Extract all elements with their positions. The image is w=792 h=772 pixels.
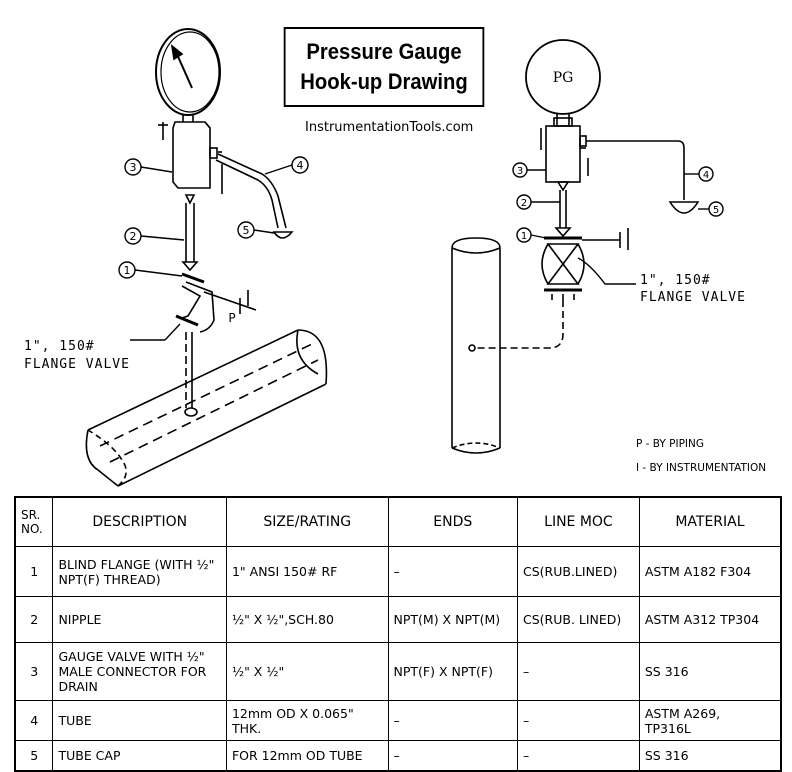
cell-sr: 2 [14, 596, 54, 643]
cell-description: GAUGE VALVE WITH ½" MALE CONNECTOR FOR D… [52, 642, 227, 701]
header-sr-no: SR. NO. [14, 496, 54, 547]
callout-1-left: 1 [124, 264, 131, 277]
cell-description: BLIND FLANGE (WITH ½" NPT(F) THREAD) [52, 546, 227, 597]
flange-valve-right [541, 228, 629, 300]
left-valve-type-label: FLANGE VALVE [24, 357, 130, 372]
cell-size: ½" X ½",SCH.80 [225, 596, 389, 643]
cell-material: ASTM A182 F304 [638, 546, 782, 597]
cell-moc: – [517, 642, 640, 701]
flange-valve-left [175, 272, 257, 333]
callout-4-left: 4 [297, 159, 304, 172]
callout-5-left: 5 [243, 224, 250, 237]
cell-description: NIPPLE [52, 596, 227, 643]
cell-ends: NPT(F) X NPT(F) [387, 642, 519, 701]
callout-4-right: 4 [703, 170, 709, 181]
cell-size: FOR 12mm OD TUBE [225, 740, 389, 771]
callouts-left [118, 156, 309, 341]
cell-ends: – [387, 546, 519, 597]
cell-material: ASTM A269, TP316L [638, 700, 782, 741]
nipple-right [554, 190, 572, 238]
callout-5-right: 5 [713, 205, 719, 216]
table-row: 1 BLIND FLANGE (WITH ½" NPT(F) THREAD) 1… [14, 546, 782, 597]
table-row: 5 TUBE CAP FOR 12mm OD TUBE – – SS 316 [14, 740, 782, 771]
cell-moc: CS(RUB.LINED) [517, 546, 640, 597]
cell-size: 12mm OD X 0.065" THK. [225, 700, 389, 741]
tapping-left [184, 332, 198, 417]
pg-label: PG [553, 70, 574, 86]
pg-gauge: PG [525, 39, 601, 127]
tube-left [215, 153, 294, 239]
gauge-valve-right [540, 125, 678, 192]
cell-description: TUBE CAP [52, 740, 227, 771]
piping-marker: P [228, 311, 235, 325]
table-row: 4 TUBE 12mm OD X 0.065" THK. – – ASTM A2… [14, 700, 782, 741]
cell-moc: – [517, 740, 640, 771]
process-pipe-left [85, 329, 328, 487]
impulse-line-right [468, 300, 564, 352]
legend-instrumentation: I - BY INSTRUMENTATION [636, 462, 767, 474]
cell-sr: 5 [14, 740, 54, 771]
callout-2-right: 2 [521, 198, 527, 209]
table-row: 2 NIPPLE ½" X ½",SCH.80 NPT(M) X NPT(M) … [14, 596, 782, 643]
cell-description: TUBE [52, 700, 227, 741]
cell-material: SS 316 [638, 740, 782, 771]
header-description: DESCRIPTION [52, 496, 227, 547]
cell-ends: – [387, 700, 519, 741]
pressure-gauge-dial [155, 28, 221, 122]
left-isometric-view: 3 4 5 2 1 P [85, 28, 328, 487]
right-elevation-view: PG [451, 39, 724, 454]
header-line-moc: LINE MOC [517, 496, 640, 547]
callout-3-right: 3 [517, 166, 523, 177]
cell-moc: CS(RUB. LINED) [517, 596, 640, 643]
callout-2-left: 2 [130, 230, 137, 243]
cell-ends: – [387, 740, 519, 771]
right-valve-type-label: FLANGE VALVE [640, 290, 746, 305]
right-valve-size-label: 1", 150# [640, 273, 711, 288]
website-credit: InstrumentationTools.com [305, 120, 474, 135]
drawing-title: Pressure Gauge Hook-up Drawing [283, 27, 485, 107]
cell-material: ASTM A312 TP304 [638, 596, 782, 643]
tube-right [668, 140, 700, 214]
cell-sr: 3 [14, 642, 54, 701]
callout-1-right: 1 [521, 231, 527, 242]
callout-numbers-left: 3 4 5 2 1 P [124, 159, 304, 325]
cell-ends: NPT(M) X NPT(M) [387, 596, 519, 643]
cell-sr: 1 [14, 546, 54, 597]
table-header-row: SR. NO. DESCRIPTION SIZE/RATING ENDS LIN… [14, 496, 782, 547]
header-material: MATERIAL [638, 496, 782, 547]
cell-size: ½" X ½" [225, 642, 389, 701]
gauge-valve-left [158, 121, 223, 205]
cell-moc: – [517, 700, 640, 741]
hookup-drawing: 3 4 5 2 1 P PG [85, 28, 724, 487]
table-row: 3 GAUGE VALVE WITH ½" MALE CONNECTOR FOR… [14, 642, 782, 701]
header-ends: ENDS [387, 496, 519, 547]
nipple-left [181, 203, 199, 272]
process-pipe-right [451, 237, 501, 454]
legend-piping: P - BY PIPING [636, 438, 705, 450]
left-valve-size-label: 1", 150# [24, 339, 95, 354]
callout-3-left: 3 [130, 161, 137, 174]
callout-numbers-right: 3 4 5 2 1 [517, 166, 719, 242]
cell-sr: 4 [14, 700, 54, 741]
bill-of-materials-table: SR. NO. DESCRIPTION SIZE/RATING ENDS LIN… [14, 496, 782, 772]
header-size-rating: SIZE/RATING [225, 496, 389, 547]
title-line-1: Pressure Gauge [306, 39, 462, 64]
callouts-right [512, 162, 724, 285]
cell-material: SS 316 [638, 642, 782, 701]
cell-size: 1" ANSI 150# RF [225, 546, 389, 597]
title-line-2: Hook-up Drawing [300, 69, 468, 94]
